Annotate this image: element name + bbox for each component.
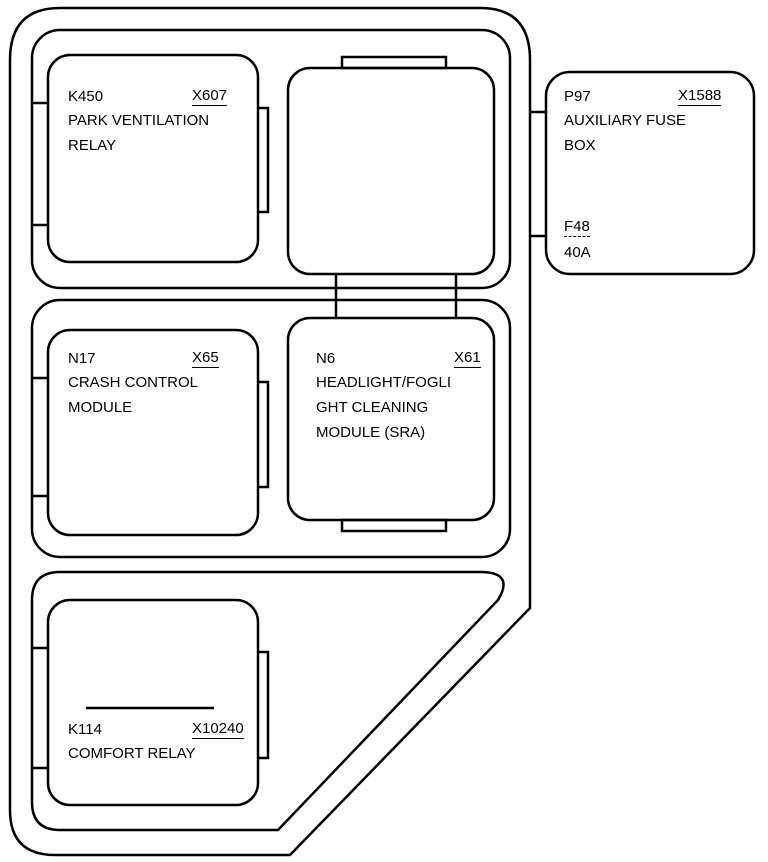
- relay-k450-connector: X607: [192, 87, 228, 106]
- module-n6-connector: X61: [454, 349, 481, 368]
- relay-k450-box[interactable]: [46, 53, 260, 264]
- relay-k450-name-line-1: PARK VENTILATION: [68, 112, 210, 129]
- aux-fuse-name-line-1: AUXILIARY FUSE: [564, 112, 686, 129]
- relay-k114-box[interactable]: [46, 598, 260, 807]
- module-n6-tab-bottom: [340, 518, 448, 533]
- section-middle: [30, 298, 512, 559]
- relay-k450-tab-right: [258, 106, 270, 214]
- section-top: [30, 28, 512, 290]
- module-n6-name-line-1: HEADLIGHT/FOGLI: [316, 374, 452, 391]
- fuse-f48-code: F48: [564, 218, 590, 237]
- relay-k450-code: K450: [68, 88, 104, 105]
- section-bottom: [30, 570, 505, 832]
- aux-fuse-code: P97: [564, 88, 591, 105]
- module-n17-name-line-2: MODULE: [68, 399, 133, 416]
- relay-k114-code: K114: [68, 721, 102, 738]
- fuse-f48-rating: 40A: [564, 244, 591, 261]
- module-n17-name-line-1: CRASH CONTROL: [68, 374, 199, 391]
- module-n6-name-line-2: GHT CLEANING: [316, 399, 429, 416]
- empty-slot-box[interactable]: [286, 66, 496, 276]
- aux-fuse-box[interactable]: [544, 70, 756, 276]
- housing-outline: [8, 6, 532, 857]
- relay-k114-name-line-1: COMFORT RELAY: [68, 745, 196, 762]
- relay-k114-tab-right: [258, 650, 270, 760]
- module-n6-name-line-3: MODULE (SRA): [316, 424, 426, 441]
- aux-fuse-connector: X1588: [678, 87, 722, 106]
- module-n6-code: N6: [316, 350, 336, 367]
- relay-k450-name-line-2: RELAY: [68, 137, 117, 154]
- aux-fuse-name-line-2: BOX: [564, 137, 596, 154]
- module-n17-tab-right: [258, 380, 270, 489]
- module-n17-connector: X65: [192, 349, 219, 368]
- module-n17-box[interactable]: [46, 328, 260, 537]
- empty-slot-tab-top: [340, 55, 448, 70]
- relay-k114-connector: X10240: [192, 720, 244, 739]
- module-n17-code: N17: [68, 350, 96, 367]
